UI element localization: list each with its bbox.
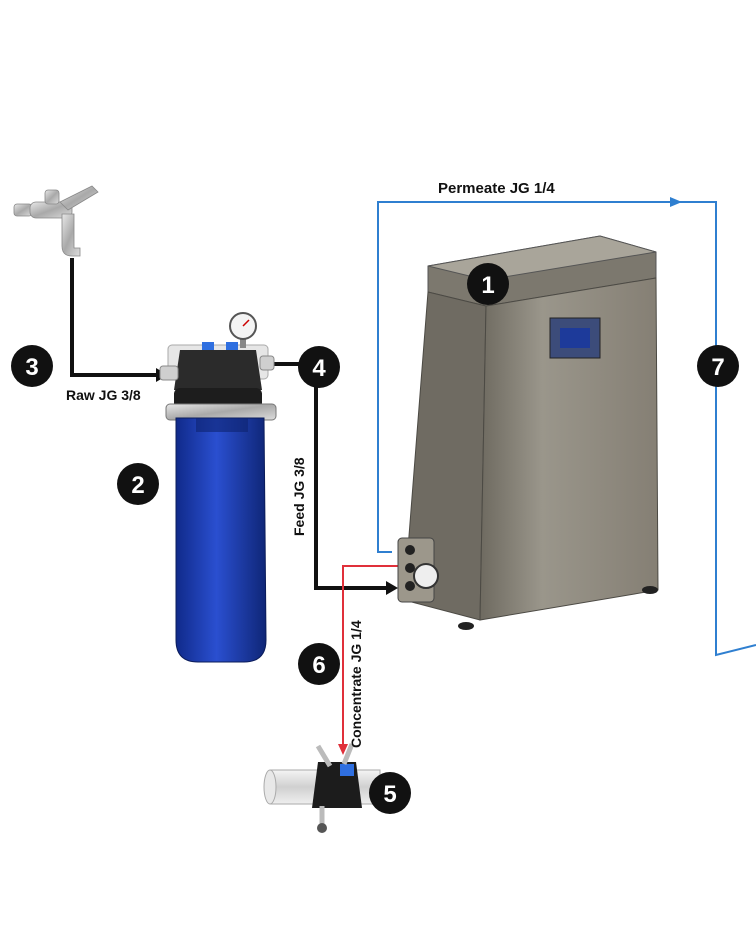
permeate-line [377, 201, 756, 657]
feed-arrow [386, 581, 398, 595]
concentrate-label: Concentrate JG 1/4 [348, 620, 364, 748]
raw-label: Raw JG 3/8 [66, 387, 141, 403]
marker-6: 6 [298, 643, 340, 685]
marker-7: 7 [697, 345, 739, 387]
marker-4: 4 [298, 346, 340, 388]
ro-unit-icon [397, 235, 659, 630]
marker-2: 2 [117, 463, 159, 505]
marker-1-label: 1 [481, 272, 494, 299]
filter-housing-icon [159, 312, 277, 663]
marker-5: 5 [369, 772, 411, 814]
drain-saddle-icon [263, 743, 381, 833]
feed-label: Feed JG 3/8 [291, 457, 307, 536]
marker-7-label: 7 [711, 354, 724, 381]
marker-3-label: 3 [25, 354, 38, 381]
concentrate-line [342, 565, 400, 752]
marker-5-label: 5 [383, 781, 396, 808]
faucet-icon [13, 185, 99, 257]
marker-2-label: 2 [131, 472, 144, 499]
concentrate-arrow [338, 744, 348, 755]
marker-4-label: 4 [312, 355, 326, 382]
feed-line [268, 362, 394, 590]
permeate-label: Permeate JG 1/4 [438, 180, 555, 197]
marker-3: 3 [11, 345, 53, 387]
permeate-arrow [670, 197, 682, 207]
raw-line [70, 258, 165, 377]
marker-1: 1 [467, 263, 509, 305]
marker-6-label: 6 [312, 652, 325, 679]
